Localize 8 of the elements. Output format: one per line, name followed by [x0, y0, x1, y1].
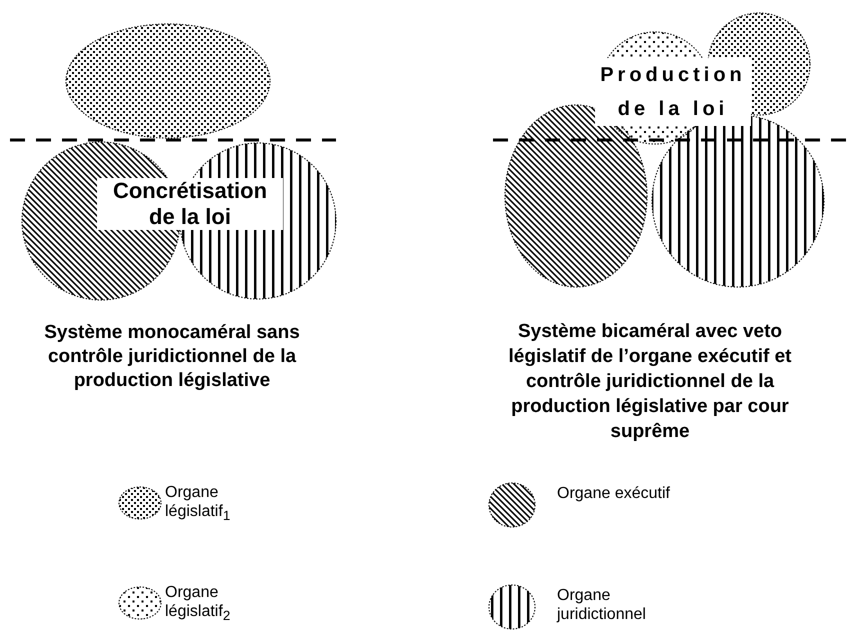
system-caption: Système monocaméral sans contrôle juridictionnel de la production législative	[43, 321, 301, 393]
legend-label: Organe législatif$_{1}$	[165, 483, 232, 526]
legend-label: Organe législatif$_{2}$	[165, 583, 232, 626]
legend-label: Organe exécutif	[557, 484, 671, 503]
legend-label: Organe juridictionnel	[557, 586, 647, 624]
system-caption: Système bicaméral avec veto législatif de l’organe exécutif et contrôle juridictionnel de la production législative par cour suprême	[508, 320, 792, 444]
area-label: Concrétisation de la loi	[97, 178, 283, 230]
area-label: Production de la loi	[595, 58, 751, 126]
